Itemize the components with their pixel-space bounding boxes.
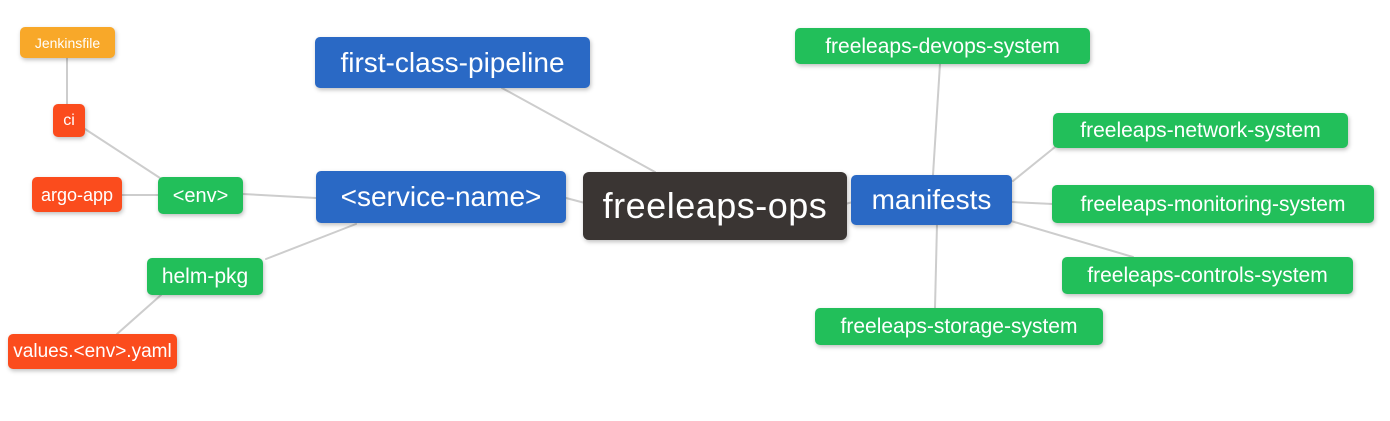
edge-manifests-to-freeleaps-monitoring-system <box>1011 201 1054 205</box>
node-jenkinsfile[interactable]: Jenkinsfile <box>20 27 115 58</box>
node-freeleaps-storage-system[interactable]: freeleaps-storage-system <box>815 308 1103 345</box>
edge-env-to-service-name <box>242 193 317 199</box>
node-argo-app[interactable]: argo-app <box>32 177 122 212</box>
node-freeleaps-network-system[interactable]: freeleaps-network-system <box>1053 113 1348 148</box>
node-freeleaps-devops-system[interactable]: freeleaps-devops-system <box>795 28 1090 64</box>
edge-manifests-to-freeleaps-controls-system <box>1010 220 1134 258</box>
edge-manifests-to-freeleaps-storage-system <box>934 223 938 309</box>
edge-manifests-to-freeleaps-network-system <box>1012 146 1056 182</box>
node-service-name[interactable]: <service-name> <box>316 171 566 223</box>
node-env[interactable]: <env> <box>158 177 243 214</box>
node-helm-pkg[interactable]: helm-pkg <box>147 258 263 295</box>
node-freeleaps-ops[interactable]: freeleaps-ops <box>583 172 847 240</box>
node-manifests[interactable]: manifests <box>851 175 1012 225</box>
edge-service-name-to-helm-pkg <box>265 223 357 260</box>
edge-ci-to-env <box>84 128 161 179</box>
node-ci[interactable]: ci <box>53 104 85 137</box>
edge-manifests-to-freeleaps-devops-system <box>932 63 941 176</box>
node-values-env-yaml[interactable]: values.<env>.yaml <box>8 334 177 369</box>
edge-helm-pkg-to-values-env-yaml <box>116 294 162 335</box>
node-freeleaps-monitoring-system[interactable]: freeleaps-monitoring-system <box>1052 185 1374 223</box>
node-freeleaps-controls-system[interactable]: freeleaps-controls-system <box>1062 257 1353 294</box>
edge-first-class-pipeline-to-freeleaps-ops <box>501 87 656 173</box>
edge-service-name-to-freeleaps-ops <box>565 197 586 204</box>
node-first-class-pipeline[interactable]: first-class-pipeline <box>315 37 590 88</box>
